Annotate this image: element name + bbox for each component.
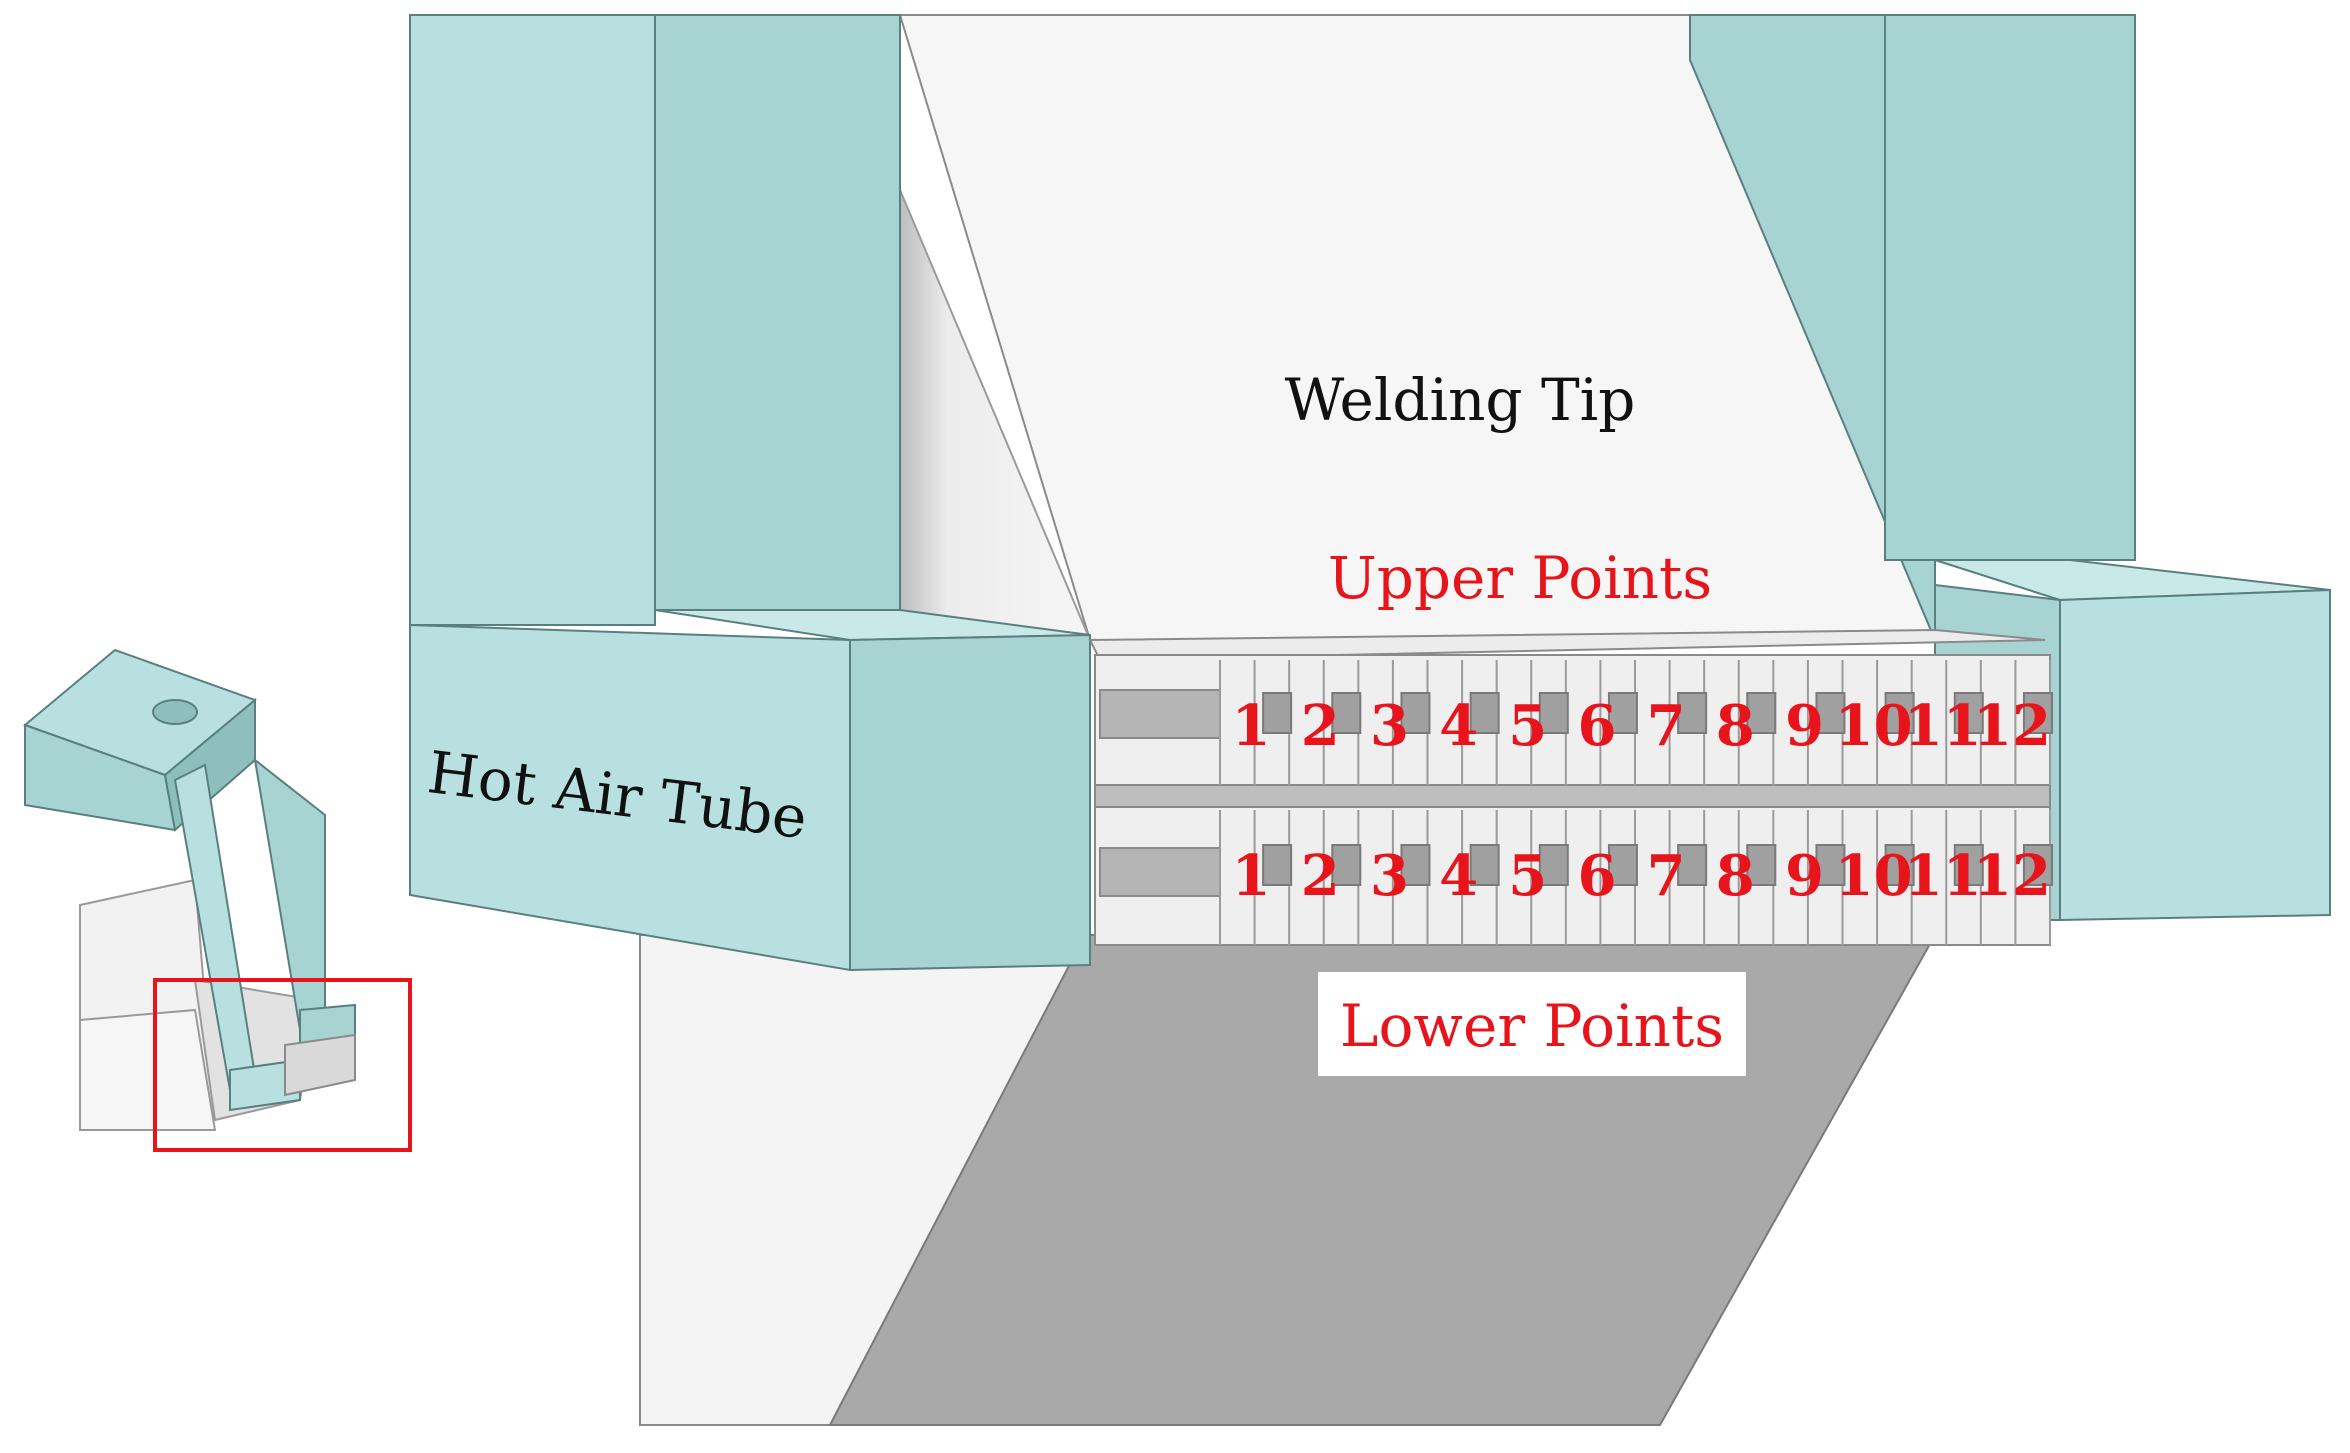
upper-outlet — [1884, 692, 1915, 734]
upper-outlet — [2022, 692, 2053, 734]
lower-outlet — [1884, 844, 1915, 886]
lower-points-label: Lower Points — [1340, 992, 1724, 1060]
upper-outlet — [1538, 692, 1569, 734]
lower-outlet — [1538, 844, 1569, 886]
lower-outlet — [1677, 844, 1708, 886]
lower-point-12: 12 — [1973, 843, 2051, 909]
lower-outlet — [1469, 844, 1500, 886]
upper-point-10: 10 — [1835, 693, 1913, 759]
lower-outlet — [2022, 844, 2053, 886]
left-tube-end-face — [849, 633, 1091, 972]
upper-outlet — [1677, 692, 1708, 734]
upper-point-1: 1 — [1232, 693, 1271, 759]
lower-point-9: 9 — [1785, 843, 1824, 909]
inset-overview — [23, 648, 412, 1152]
upper-outlet — [1331, 692, 1362, 734]
upper-outlet — [1469, 692, 1500, 734]
lower-outlet — [1746, 844, 1777, 886]
inset-nozzle-strip — [284, 1033, 356, 1097]
upper-point-7: 7 — [1647, 693, 1686, 759]
upper-row-top — [1088, 628, 2046, 662]
inset-foot — [229, 1058, 301, 1112]
upper-point-5: 5 — [1508, 693, 1547, 759]
lower-outlet — [1953, 844, 1984, 886]
left-tube-inner-face — [654, 14, 901, 611]
right-tube-end-face — [2059, 588, 2331, 922]
lower-point-6: 6 — [1577, 843, 1616, 909]
right-tube-upright-front — [1884, 14, 2136, 561]
lower-outlet — [1262, 844, 1293, 886]
upper-point-9: 9 — [1785, 693, 1824, 759]
upper-channel-slot — [1099, 689, 1221, 739]
upper-outlet — [1262, 692, 1293, 734]
upper-outlet — [1953, 692, 1984, 734]
left-tube-upright — [409, 14, 656, 626]
lower-point-2: 2 — [1301, 843, 1340, 909]
lower-point-4: 4 — [1439, 843, 1478, 909]
lower-channel-slot — [1099, 847, 1221, 897]
lower-outlet — [1331, 844, 1362, 886]
upper-point-4: 4 — [1439, 693, 1478, 759]
upper-outlet — [1746, 692, 1777, 734]
upper-outlet — [1607, 692, 1638, 734]
inset-highlight-box — [153, 978, 412, 1152]
upper-point-8: 8 — [1716, 693, 1755, 759]
upper-point-11: 11 — [1904, 693, 1982, 759]
lower-points-box — [1318, 972, 1746, 1076]
lower-point-3: 3 — [1370, 843, 1409, 909]
lower-point-11: 11 — [1904, 843, 1982, 909]
lower-point-5: 5 — [1508, 843, 1547, 909]
welding-tip-label: Welding Tip — [1285, 366, 1636, 434]
upper-point-12: 12 — [1973, 693, 2051, 759]
upper-points-label: Upper Points — [1328, 544, 1712, 612]
upper-point-2: 2 — [1301, 693, 1340, 759]
lower-point-7: 7 — [1647, 843, 1686, 909]
lower-outlet — [1400, 844, 1431, 886]
upper-point-6: 6 — [1577, 693, 1616, 759]
lower-point-10: 10 — [1835, 843, 1913, 909]
lower-outlet — [1815, 844, 1846, 886]
inset-base-block-lower — [79, 1008, 217, 1131]
row-gap — [1094, 784, 2051, 808]
upper-outlet — [1815, 692, 1846, 734]
upper-point-3: 3 — [1370, 693, 1409, 759]
lower-point-1: 1 — [1232, 843, 1271, 909]
lower-point-8: 8 — [1716, 843, 1755, 909]
lower-outlet — [1607, 844, 1638, 886]
upper-outlet — [1400, 692, 1431, 734]
inset-hole — [152, 699, 198, 725]
